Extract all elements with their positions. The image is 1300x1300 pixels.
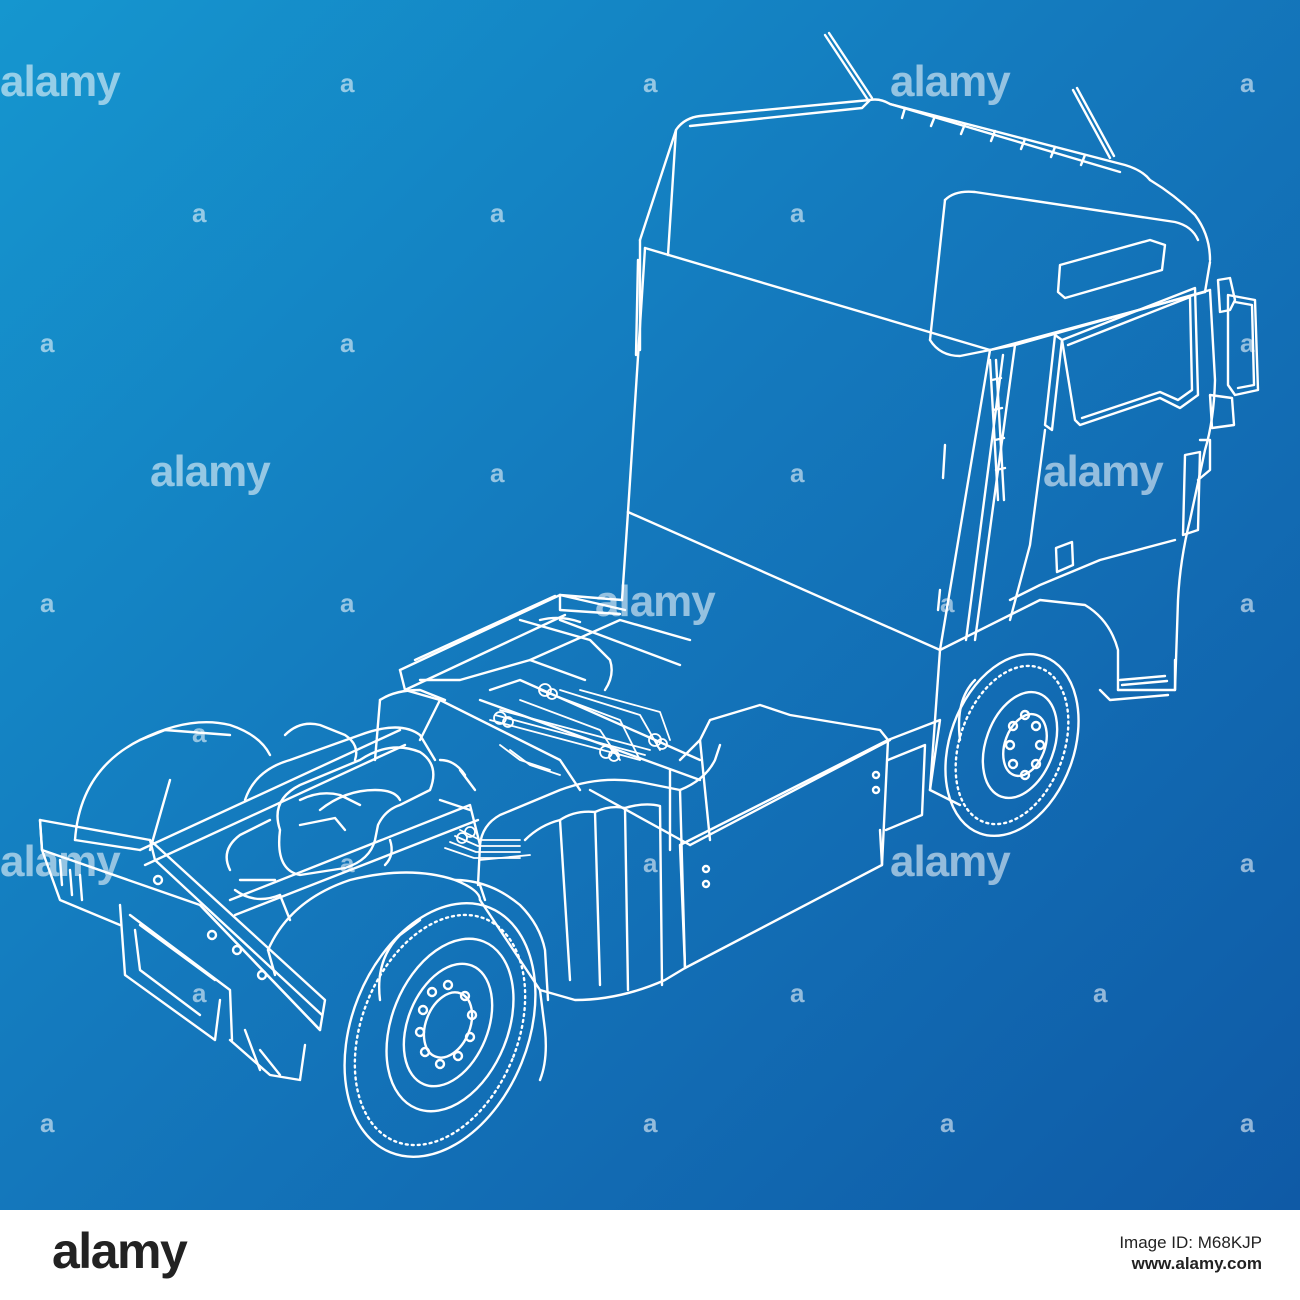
front-wheel xyxy=(944,652,1080,838)
rear-wheel xyxy=(343,902,537,1158)
cab-roof xyxy=(638,98,1212,358)
rear-mudguard-right xyxy=(266,871,550,1082)
chassis-side-panel xyxy=(558,510,942,970)
rear-bumper xyxy=(38,818,327,1082)
footer-bar: alamy Image ID: M68KJP www.alamy.com xyxy=(0,1210,1300,1300)
battery-box xyxy=(668,703,890,852)
front-wheel-arch xyxy=(928,598,1177,807)
footer-logo[interactable]: alamy xyxy=(52,1223,188,1279)
fuel-tank xyxy=(476,743,722,1002)
image-id: Image ID: M68KJP xyxy=(1119,1233,1262,1252)
rear-mudguard-left xyxy=(73,720,272,852)
air-lines xyxy=(444,683,671,861)
antenna-right xyxy=(1071,86,1116,160)
cab-back-wall xyxy=(626,238,992,652)
footer-image-info: Image ID: M68KJP www.alamy.com xyxy=(1119,1232,1262,1275)
antenna-left xyxy=(823,31,874,102)
site-link[interactable]: www.alamy.com xyxy=(1131,1254,1262,1274)
cab-side xyxy=(964,238,1217,692)
blueprint-background: alamy alamy alamy alamy alamy alamy alam… xyxy=(0,0,1300,1210)
side-mirror xyxy=(1181,276,1260,537)
fifth-wheel xyxy=(225,688,477,922)
truck-drawing xyxy=(0,0,1300,1210)
